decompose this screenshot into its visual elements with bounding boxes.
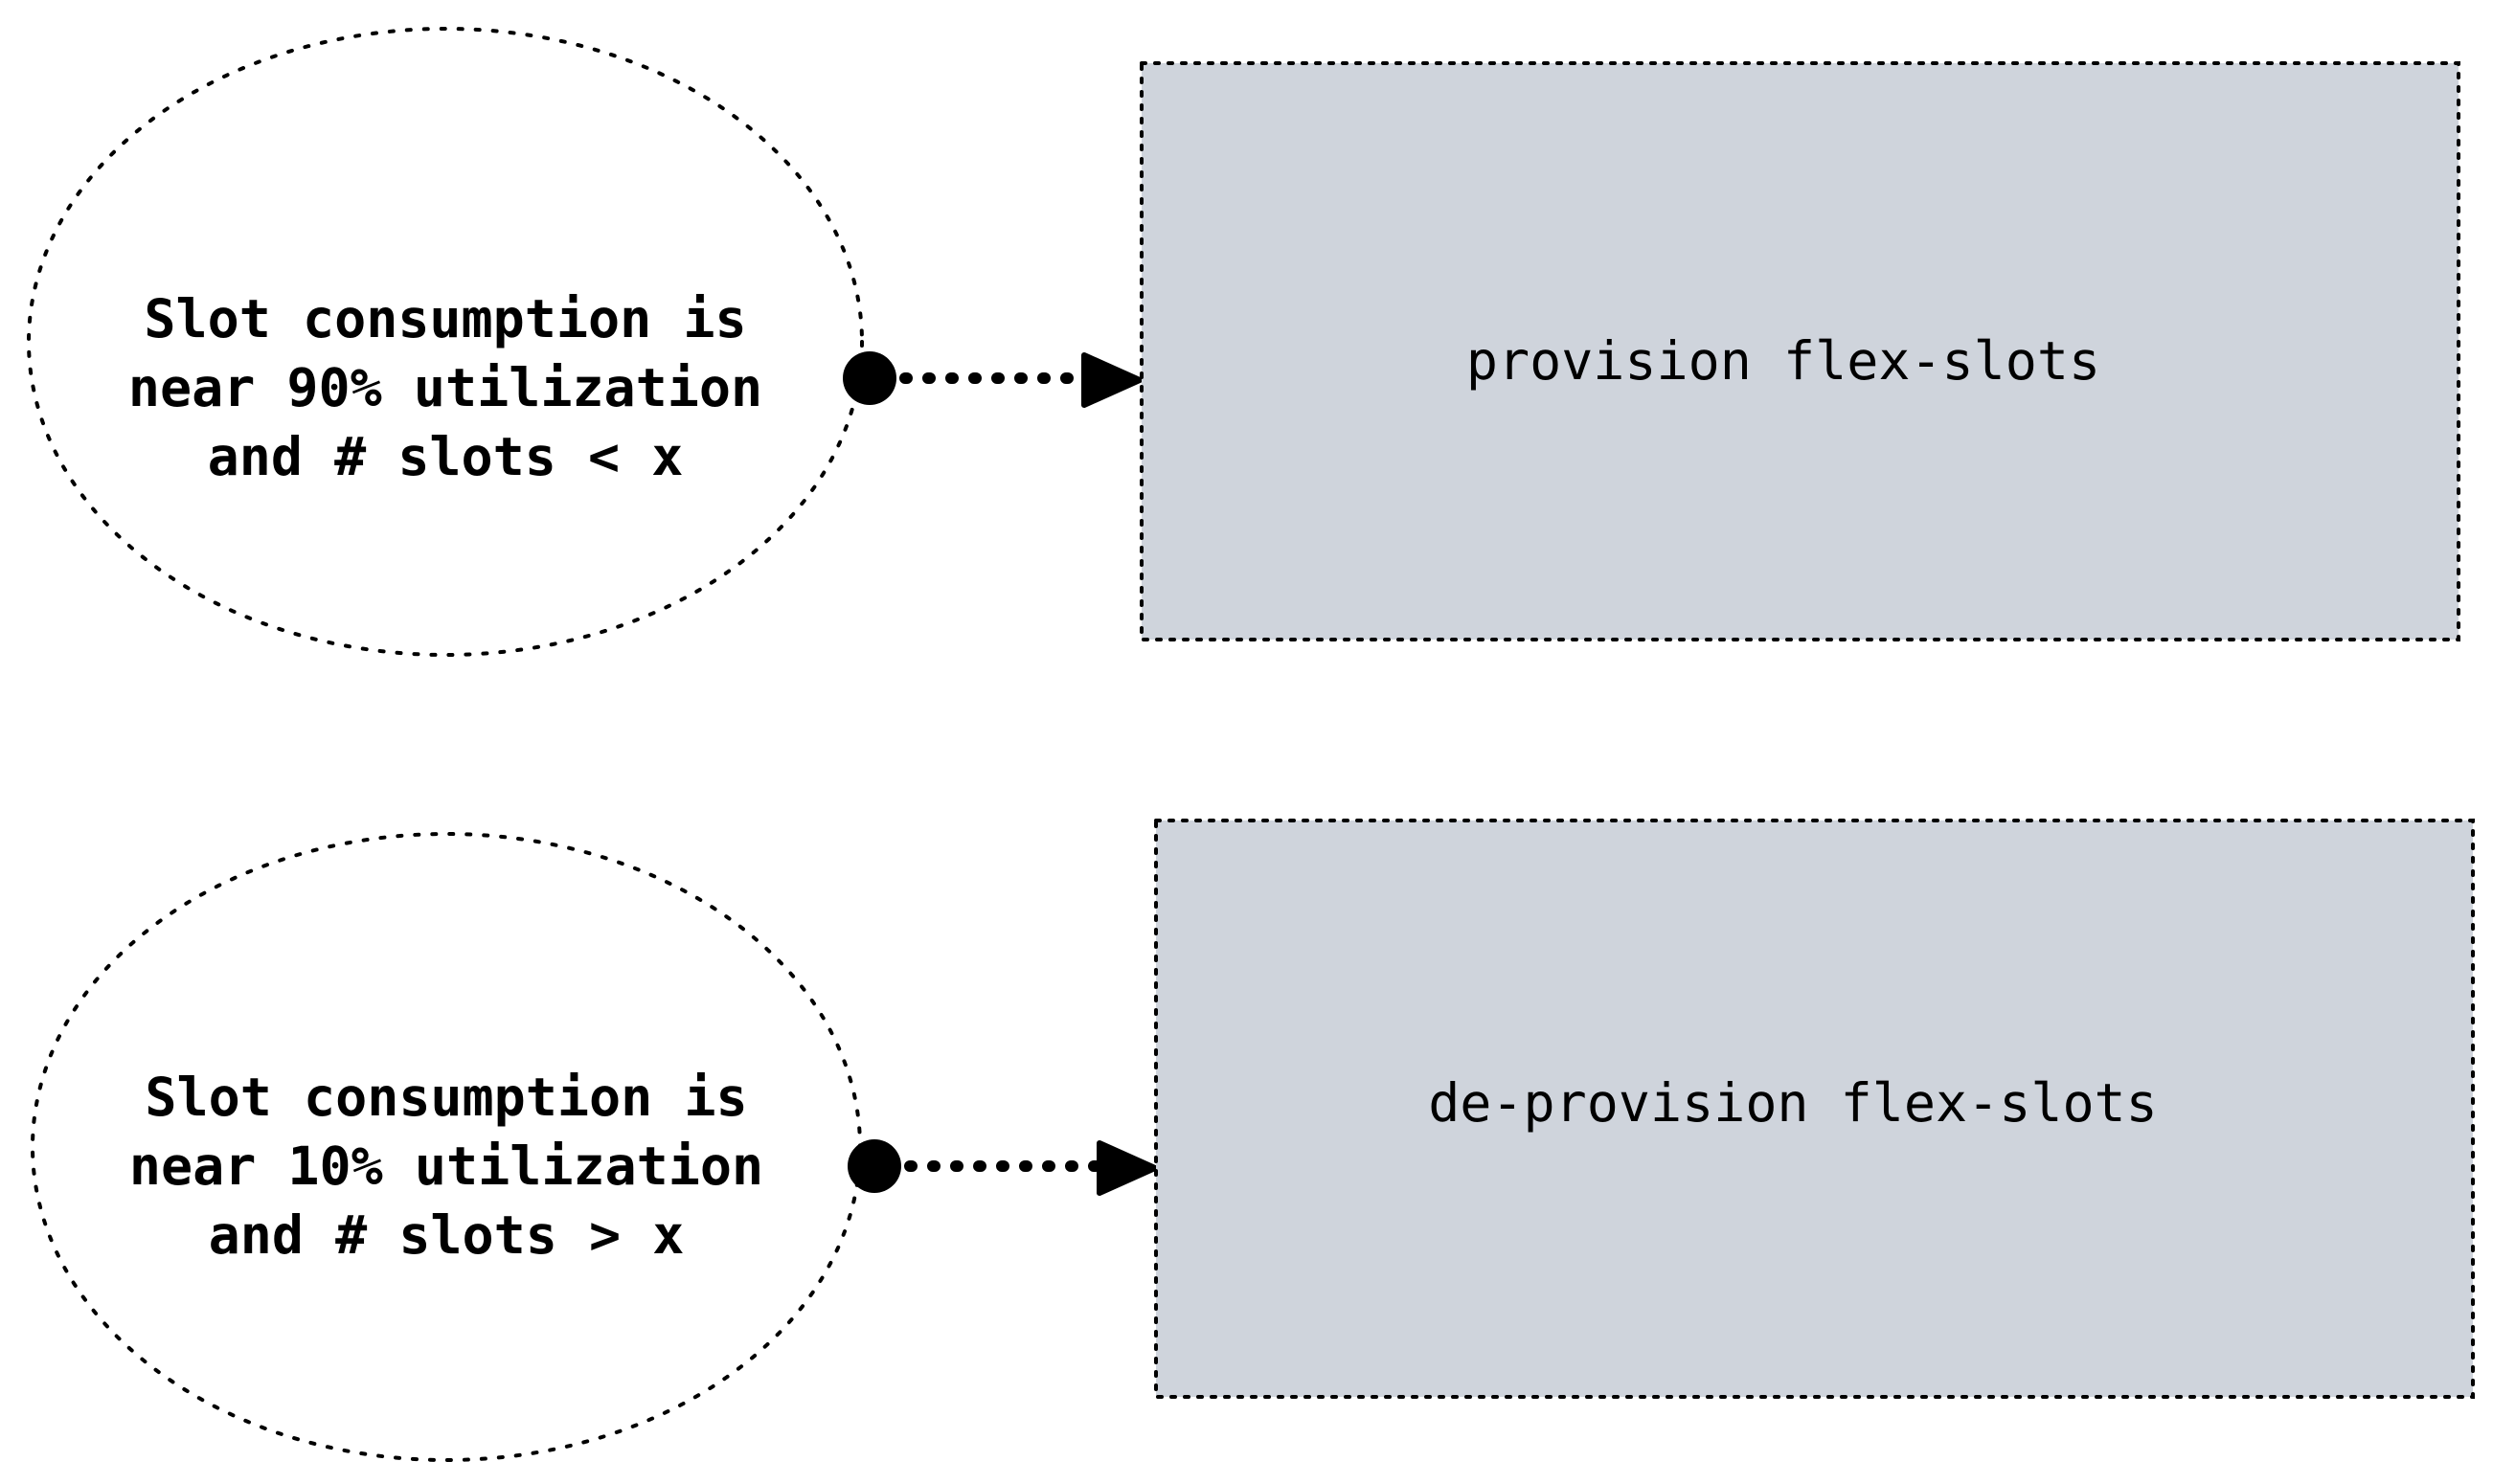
provision-action-node: provision flex-slots	[1140, 61, 2460, 641]
scale-down-condition-line-3: and # slots > x	[209, 1204, 685, 1266]
provision-action-label: provision flex-slots	[1466, 330, 2100, 392]
scale-up-connector	[843, 351, 1143, 408]
scale-down-connector-dot	[848, 1139, 901, 1193]
deprovision-action-label: de-provision flex-slots	[1428, 1072, 2158, 1134]
scale-up-arrowhead	[1081, 352, 1143, 408]
scale-up-condition-node: Slot consumption is near 90% utilization…	[27, 27, 864, 657]
scale-down-connector	[848, 1139, 1158, 1196]
scale-up-condition-line-1: Slot consumption is	[144, 288, 746, 349]
scale-up-condition-ellipse	[27, 27, 864, 657]
scale-up-condition-line-2: near 90% utilization	[128, 357, 762, 418]
scale-up-condition-line-3: and # slots < x	[208, 426, 684, 487]
scale-down-condition-line-1: Slot consumption is	[145, 1067, 747, 1128]
scale-down-condition-line-2: near 10% utilization	[129, 1135, 763, 1197]
deprovision-action-node: de-provision flex-slots	[1154, 819, 2475, 1399]
provision-action-box	[1140, 61, 2460, 641]
scale-up-connector-dot	[843, 351, 896, 405]
scale-down-arrowhead	[1097, 1140, 1158, 1196]
deprovision-action-box	[1154, 819, 2475, 1399]
scale-down-condition-node: Slot consumption is near 10% utilization…	[31, 832, 862, 1462]
